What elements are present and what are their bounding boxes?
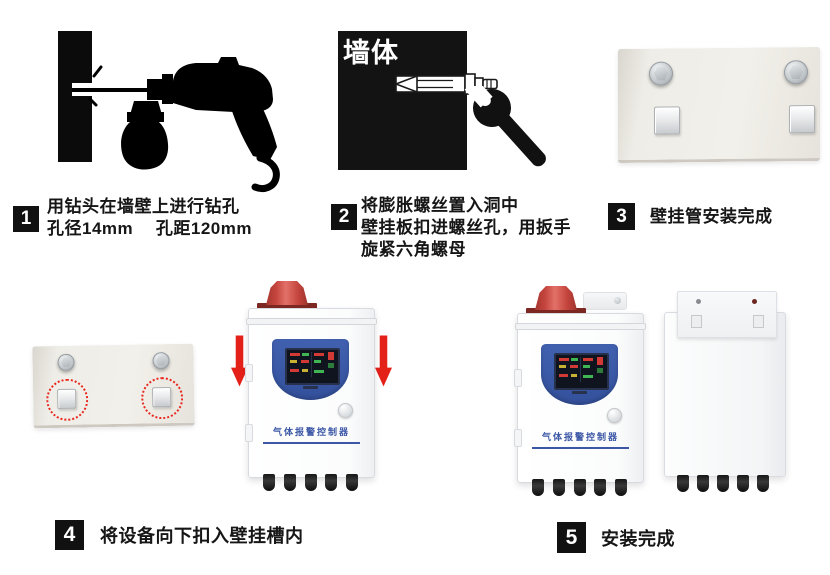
wall-label: 墙体: [343, 38, 399, 68]
step-badge-4: 4: [55, 520, 84, 550]
hook-tab: [654, 106, 680, 135]
hook-slot: [691, 315, 702, 328]
side-tab: [245, 364, 253, 382]
expansion-anchor-icon: [393, 73, 498, 95]
display-panel: [541, 344, 618, 405]
alarm-beacon: [535, 286, 577, 310]
device-body: 气体报警控制器: [245, 308, 377, 478]
device-back-plate: [677, 291, 777, 338]
step-caption-3: 壁挂管安装完成: [650, 207, 773, 226]
wall-strip: [58, 31, 92, 162]
hook-slot: [753, 315, 764, 328]
down-arrow-icon: [375, 335, 392, 387]
target-circle-icon: [140, 376, 184, 420]
mount-plate-targets: [32, 343, 195, 429]
hex-bolt: [649, 61, 673, 86]
device-underline: [532, 447, 629, 449]
pipe-fitting: [583, 292, 627, 310]
down-arrow-icon: [231, 335, 248, 387]
device-underline: [263, 442, 360, 444]
mount-plate-installed: [618, 46, 820, 164]
side-tab: [514, 429, 522, 447]
device-screen: [554, 353, 609, 390]
device-label: 气体报警控制器: [541, 432, 619, 442]
screw-dot: [696, 299, 701, 304]
side-tab: [514, 369, 522, 387]
side-tab: [245, 424, 253, 442]
device-knob: [607, 408, 622, 423]
device-screen: [285, 348, 340, 385]
display-panel: [272, 339, 349, 400]
device-front: 气体报警控制器: [514, 286, 646, 498]
screen-stand: [303, 386, 318, 389]
alarm-beacon: [266, 281, 308, 305]
step-caption-2: 将膨胀螺丝置入洞中 壁挂板扣进螺丝孔，用扳手 旋紧六角螺母: [361, 196, 571, 259]
step-badge-1: 1: [13, 206, 39, 232]
cable-glands: [263, 474, 358, 491]
cable-glands: [677, 475, 769, 492]
device-back-body: [664, 312, 786, 477]
screw-dot: [752, 299, 757, 304]
device-knob: [338, 403, 353, 418]
device-label: 气体报警控制器: [272, 427, 350, 437]
hex-bolt: [152, 352, 170, 370]
drill-icon: [72, 57, 280, 193]
device-lid: [515, 323, 646, 330]
device-back: [664, 291, 786, 503]
step-caption-5: 安装完成: [601, 529, 675, 549]
step-badge-5: 5: [557, 522, 586, 553]
step-caption-1: 用钻头在墙壁上进行钻孔 孔径14mm 孔距120mm: [47, 197, 252, 238]
device-front: 气体报警控制器: [245, 281, 377, 493]
screen-stand: [572, 391, 587, 394]
hex-bolt: [57, 353, 75, 371]
step-badge-2: 2: [331, 204, 357, 230]
cable-glands: [532, 479, 627, 496]
alarm-beacon: [257, 303, 317, 309]
step-badge-3: 3: [608, 203, 635, 230]
step-caption-4: 将设备向下扣入壁挂槽内: [100, 526, 304, 546]
alarm-beacon: [526, 308, 586, 314]
wrench-icon: [464, 86, 546, 167]
hex-bolt: [784, 60, 808, 85]
device-body: 气体报警控制器: [514, 313, 646, 483]
wall-block: 墙体: [338, 31, 467, 170]
device-lid: [246, 318, 377, 325]
target-circle-icon: [45, 378, 89, 422]
hook-tab: [789, 104, 815, 134]
